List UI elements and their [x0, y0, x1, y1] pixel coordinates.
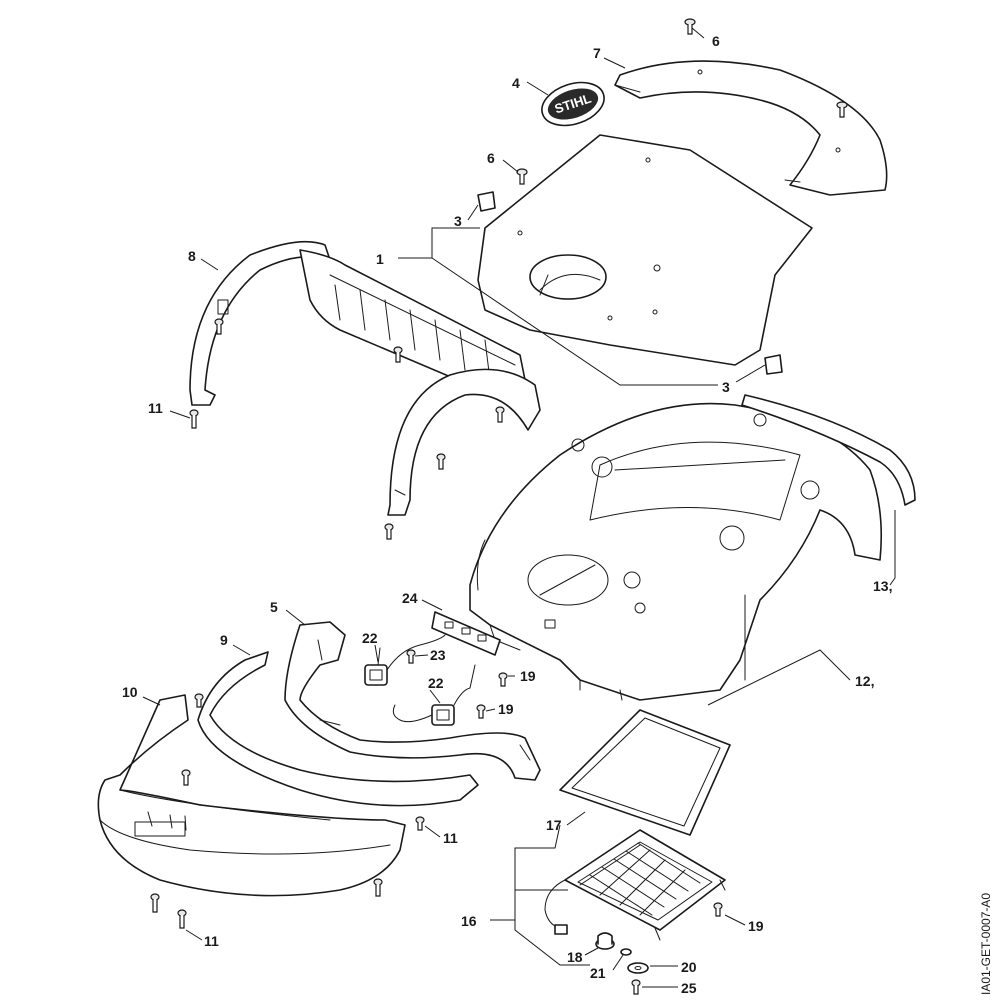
- part-20-washer: [627, 962, 649, 974]
- callout-17: 17: [546, 817, 562, 833]
- screw-11-right: [415, 816, 425, 831]
- callout-20: 20: [681, 959, 697, 975]
- callout-7: 7: [593, 45, 601, 61]
- screw-19-a: [498, 672, 508, 687]
- callout-3-lower: 3: [722, 379, 730, 395]
- callout-10: 10: [122, 684, 138, 700]
- fender-arch-right: [387, 368, 541, 516]
- callout-21: 21: [590, 965, 606, 981]
- callout-11-right: 11: [443, 830, 458, 846]
- callout-6-mid: 6: [487, 150, 495, 166]
- screw-fender-5: [384, 523, 394, 540]
- callout-18: 18: [567, 949, 583, 965]
- document-id: IA01-GET-0007-A0: [979, 893, 993, 995]
- callout-23: 23: [430, 647, 446, 663]
- part-10-front-bumper: [97, 694, 406, 897]
- screw-6-mid: [516, 168, 528, 185]
- screw-fender-4: [436, 453, 446, 470]
- part-13-rear-strip: [741, 394, 916, 506]
- screw-handle-right: [836, 101, 848, 118]
- part-9-bumper-strip: [197, 651, 479, 807]
- screw-11-left: [189, 409, 199, 429]
- callout-5: 5: [270, 599, 278, 615]
- part-16-grid-lid: [544, 829, 726, 941]
- screw-bumper-b3: [373, 878, 383, 897]
- part-7-handle: [614, 60, 888, 196]
- screw-fender-3: [495, 406, 505, 423]
- callout-16: 16: [461, 913, 477, 929]
- part-21-spacer: [620, 948, 632, 956]
- callout-4: 4: [512, 75, 520, 91]
- callout-24: 24: [402, 590, 418, 606]
- screw-19-b: [476, 704, 486, 719]
- part-3-pad-upper: [477, 191, 496, 212]
- part-17-gasket: [559, 709, 731, 836]
- part-3-pad-lower: [764, 354, 783, 375]
- callout-labels: 1 3 3 4 5 6 6 7 8 9 10 11 11 11 12, 13, …: [122, 33, 892, 996]
- part-22-sensor-lower: [392, 664, 476, 726]
- callout-11-left: 11: [148, 400, 163, 416]
- callout-19-c: 19: [748, 918, 764, 934]
- part-4-logo-badge: STIHL: [541, 81, 605, 127]
- callout-1: 1: [376, 251, 384, 267]
- part-24-sensor-bar: [431, 611, 501, 656]
- screw-fender-2: [393, 346, 403, 363]
- screw-6-top: [684, 18, 696, 35]
- callout-22-lower: 22: [428, 675, 444, 691]
- screw-19-c: [713, 902, 723, 917]
- part-22-sensor-upper: [364, 634, 446, 686]
- callout-25: 25: [681, 980, 697, 996]
- leader-lines: [142, 27, 896, 988]
- callout-6-top: 6: [712, 33, 720, 49]
- part-12-chassis: [469, 402, 882, 701]
- callout-19-a: 19: [520, 668, 536, 684]
- callout-22-upper: 22: [362, 630, 378, 646]
- part-5-front-frame: [284, 621, 541, 781]
- screw-fender-1: [214, 318, 224, 335]
- callout-12: 12,: [855, 673, 874, 689]
- callout-9: 9: [220, 632, 228, 648]
- part-18-grommet: [595, 932, 615, 950]
- screw-11-bottom: [177, 909, 187, 929]
- callout-3-upper: 3: [454, 213, 462, 229]
- screw-23: [406, 649, 416, 664]
- callout-13: 13,: [873, 578, 892, 594]
- callout-8: 8: [188, 248, 196, 264]
- part-1-hood: [477, 134, 813, 366]
- screw-bumper-top: [194, 693, 204, 708]
- callout-19-b: 19: [498, 701, 514, 717]
- callout-11-bottom: 11: [204, 933, 219, 949]
- screw-bumper-b1: [150, 893, 160, 913]
- part-25-screw: [631, 979, 641, 995]
- screw-bumper-mid: [181, 769, 191, 786]
